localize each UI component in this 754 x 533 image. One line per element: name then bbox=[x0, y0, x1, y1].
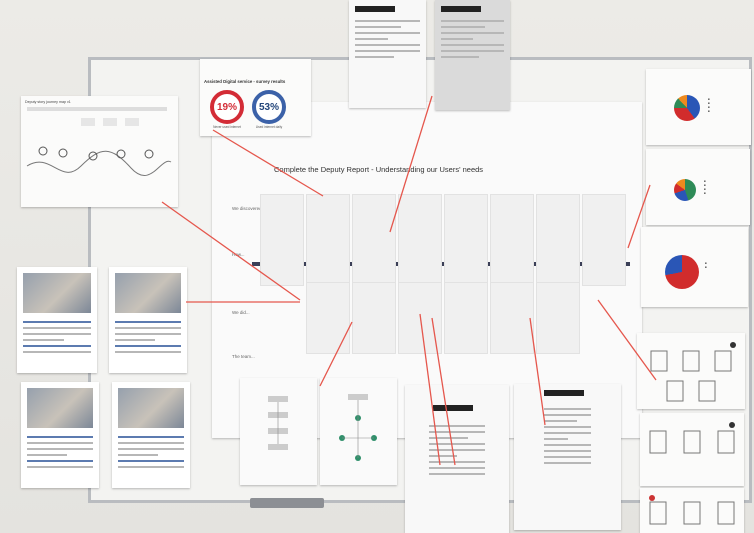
row-label-how: How... bbox=[232, 252, 245, 257]
persona-photo bbox=[27, 388, 93, 428]
persona-sheet bbox=[21, 382, 99, 488]
persona-sheet bbox=[112, 382, 190, 488]
column-box bbox=[444, 194, 488, 286]
stat-circle-never-used: 19% bbox=[210, 90, 244, 124]
flow-diagram-sheet bbox=[320, 378, 397, 485]
column-box bbox=[490, 282, 534, 354]
survey-results-card: Assisted Digital service - survey result… bbox=[200, 59, 311, 136]
persona-photo bbox=[118, 388, 184, 428]
column-box bbox=[398, 282, 442, 354]
whiteboard-marker-tray bbox=[250, 498, 324, 508]
column-box bbox=[352, 194, 396, 286]
row-label-did: We did... bbox=[232, 310, 250, 315]
pie-chart bbox=[665, 255, 699, 289]
column-box bbox=[260, 194, 304, 286]
flow-diagram-sheet bbox=[240, 378, 317, 485]
wireframe-sheet bbox=[637, 333, 745, 409]
journey-map-drawing bbox=[26, 107, 172, 176]
journey-map-title: Deputy story journey map v1 bbox=[25, 100, 71, 104]
column-box bbox=[582, 194, 626, 286]
column-box bbox=[306, 282, 350, 354]
pie-legend: ■■ bbox=[705, 261, 707, 269]
column-box bbox=[306, 194, 350, 286]
wireframe-sheet bbox=[640, 488, 744, 533]
form-sheet bbox=[349, 0, 426, 108]
column-box bbox=[352, 282, 396, 354]
pie-chart-sheet: ■■■■ bbox=[646, 69, 751, 145]
stat-circle-daily: 53% bbox=[252, 90, 286, 124]
pie-legend: ■■■■ bbox=[704, 179, 706, 195]
poster-title: Complete the Deputy Report - Understandi… bbox=[274, 165, 484, 174]
column-box bbox=[490, 194, 534, 286]
journey-map-sheet: Deputy story journey map v1 bbox=[21, 96, 178, 207]
form-sheet bbox=[514, 384, 621, 530]
column-box bbox=[398, 194, 442, 286]
stat-caption: Used internet daily bbox=[255, 125, 283, 129]
flow-diagram bbox=[268, 396, 288, 450]
pie-chart-sheet: ■■■■ bbox=[646, 149, 750, 225]
wireframe-sheet bbox=[640, 413, 744, 486]
form-sheet bbox=[435, 0, 510, 110]
persona-photo bbox=[115, 273, 181, 313]
row-label-team: The team... bbox=[232, 354, 255, 359]
stat-caption: Never used internet bbox=[213, 125, 241, 129]
persona-sheet bbox=[17, 267, 97, 373]
wireframe-diagram bbox=[650, 342, 736, 402]
form-sheet bbox=[405, 385, 509, 533]
pie-chart bbox=[674, 95, 700, 121]
pie-chart bbox=[674, 179, 696, 201]
column-box bbox=[444, 282, 488, 354]
persona-photo bbox=[23, 273, 91, 313]
survey-title: Assisted Digital service - survey result… bbox=[204, 79, 286, 84]
column-box bbox=[536, 194, 580, 286]
pie-legend: ■■■■ bbox=[708, 97, 710, 113]
wireframe-diagram bbox=[649, 495, 735, 525]
column-box bbox=[536, 282, 580, 354]
persona-sheet bbox=[109, 267, 187, 373]
flow-diagram bbox=[339, 394, 377, 461]
pie-chart-sheet: ■■ bbox=[641, 227, 748, 307]
wireframe-diagram bbox=[649, 422, 735, 454]
